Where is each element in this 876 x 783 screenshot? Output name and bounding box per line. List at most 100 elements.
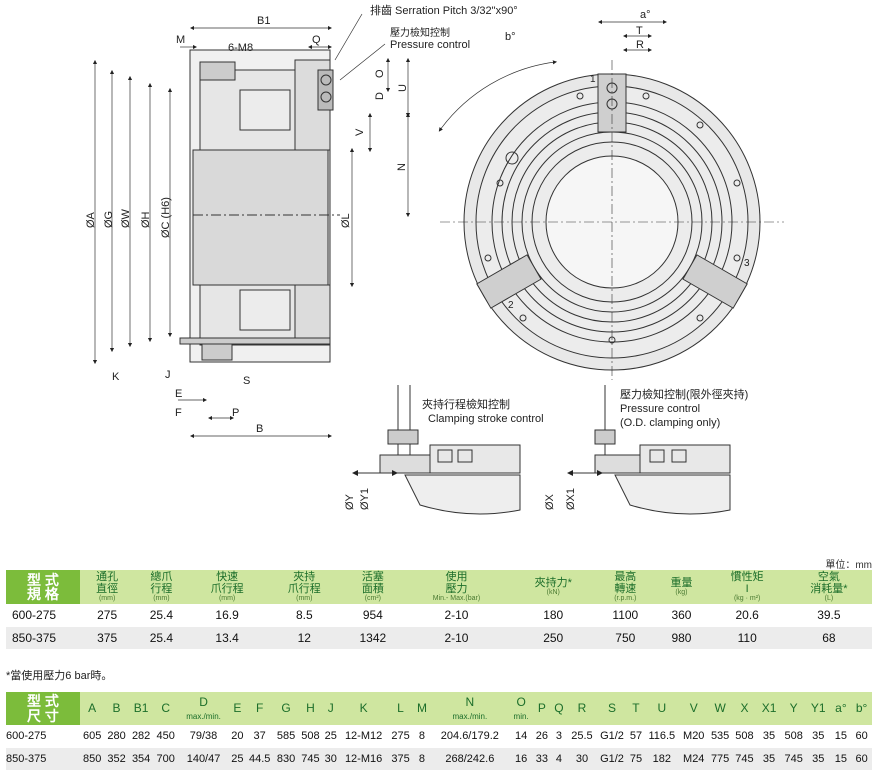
table-cell: 25 — [322, 725, 339, 749]
table-cell: 180 — [510, 604, 597, 628]
dim-H: ØH — [140, 211, 152, 228]
jaw-1: 1 — [590, 74, 596, 85]
spec-header-11: 空氣消耗量*(L) — [785, 570, 872, 605]
table-cell: 508 — [781, 725, 806, 749]
dim-header-Y: Y — [781, 692, 806, 726]
dim-V: V — [354, 128, 366, 136]
dim-header-A: A — [80, 692, 105, 726]
dim-header-Q: Q — [550, 692, 568, 726]
table-cell: 20.6 — [708, 604, 786, 628]
dim-header-sub: min. — [513, 711, 529, 721]
table-cell: 8 — [412, 725, 432, 749]
table-cell: 535 — [707, 725, 733, 749]
table-cell: 15 — [830, 747, 852, 772]
dim-Q: Q — [312, 34, 321, 46]
dim-X1: ØX1 — [565, 488, 577, 510]
table-cell: 25.4 — [134, 626, 189, 651]
table-cell: 745 — [781, 747, 806, 772]
dim-header-Y1: Y1 — [805, 692, 831, 726]
dim-header-X1: X1 — [756, 692, 782, 726]
table-cell: 375 — [80, 626, 135, 651]
spec-header-0: 型 式規 格 — [6, 570, 80, 605]
dim-S: S — [243, 375, 250, 387]
model-cell: 600-275 — [6, 725, 80, 749]
dim-header-F: F — [245, 692, 274, 726]
spec-header-7-unit: (kN) — [546, 589, 560, 597]
spec-header-4: 夾持爪行程(mm) — [265, 570, 343, 605]
table-cell: 35 — [805, 725, 831, 749]
model-cell: 850-375 — [6, 626, 80, 651]
table-cell: 75 — [627, 747, 645, 772]
dim-header-G: G — [273, 692, 299, 726]
table-cell: 44.5 — [245, 747, 274, 772]
table-cell: 30 — [322, 747, 339, 772]
table-cell: 204.6/179.2 — [431, 725, 509, 749]
table-cell: 700 — [153, 747, 178, 772]
spec-header-6-unit: Min.- Max.(bar) — [432, 595, 481, 603]
dim-header-S: S — [596, 692, 628, 726]
dim-header-E: E — [229, 692, 246, 726]
table-cell: 850 — [80, 747, 105, 772]
table-cell: 8.5 — [265, 604, 343, 628]
table-cell: 352 — [104, 747, 129, 772]
technical-drawing: B1 M 6-M8 Q O D U V N ØL ØA ØG ØW ØH ØC … — [85, 3, 784, 515]
dim-header-B1: B1 — [128, 692, 154, 726]
table-cell: 585 — [273, 725, 299, 749]
front-view — [440, 60, 784, 380]
table-cell: 1100 — [596, 604, 655, 628]
table-cell: 35 — [756, 725, 782, 749]
table-cell: 375 — [388, 747, 413, 772]
detail-clamp-stroke — [352, 385, 521, 515]
table-cell: G1/2 — [596, 725, 628, 749]
footnote: *當使用壓力6 bar時。 — [6, 670, 113, 682]
dim-header-sub: max./min. — [186, 711, 221, 721]
table-cell: 3 — [550, 725, 568, 749]
model-cell: 850-375 — [6, 747, 80, 772]
clamp-label-en: Clamping stroke control — [428, 413, 544, 425]
table-cell: 2-10 — [402, 626, 511, 651]
table-cell: 116.5 — [644, 725, 680, 749]
side-dimension-lines — [92, 25, 411, 439]
pressure-label-cn: 壓力檢知控制 — [390, 26, 450, 39]
table-cell: 280 — [104, 725, 129, 749]
dim-header-model: 型 式尺 寸 — [6, 692, 80, 726]
table-cell: 57 — [627, 725, 645, 749]
table-cell: 450 — [153, 725, 178, 749]
table-cell: 775 — [707, 747, 733, 772]
spec-header-row: 型 式規 格通孔直徑(mm)總爪行程(mm)快速爪行程(mm)夾持爪行程(mm)… — [6, 570, 872, 605]
table-cell: 30 — [567, 747, 597, 772]
table-cell: 275 — [388, 725, 413, 749]
dim-header-U: U — [644, 692, 680, 726]
od-label-en2: (O.D. clamping only) — [620, 417, 720, 429]
side-view — [179, 49, 340, 363]
dim-header-X: X — [732, 692, 757, 726]
table-cell: 182 — [644, 747, 680, 772]
dim-header-W: W — [707, 692, 733, 726]
dim-Y1: ØY1 — [359, 488, 371, 510]
dim-U: U — [397, 84, 409, 92]
dim-header-adeg: a° — [830, 692, 852, 726]
dim-header-L: L — [388, 692, 413, 726]
spec-header-8: 最高轉速(r.p.m.) — [596, 570, 655, 605]
dim-header-M: M — [412, 692, 432, 726]
table-cell: 605 — [80, 725, 105, 749]
table-cell: 16 — [508, 747, 534, 772]
od-label-en: Pressure control — [620, 403, 700, 415]
dim-F: F — [175, 407, 182, 419]
spec-header-1: 通孔直徑(mm) — [80, 570, 135, 605]
serration-label: 排齒 Serration Pitch 3/32"x90° — [370, 3, 518, 17]
table-cell: 26 — [533, 725, 551, 749]
table-cell: 12-M12 — [338, 725, 389, 749]
dim-N: N — [396, 163, 408, 171]
table-cell: 954 — [342, 604, 403, 628]
dim-O: O — [374, 69, 386, 78]
table-cell: 4 — [550, 747, 568, 772]
dim-C: ØC (H6) — [160, 197, 172, 238]
spec-header-1-unit: (mm) — [98, 595, 116, 603]
spec-header-2-unit: (mm) — [153, 595, 170, 603]
